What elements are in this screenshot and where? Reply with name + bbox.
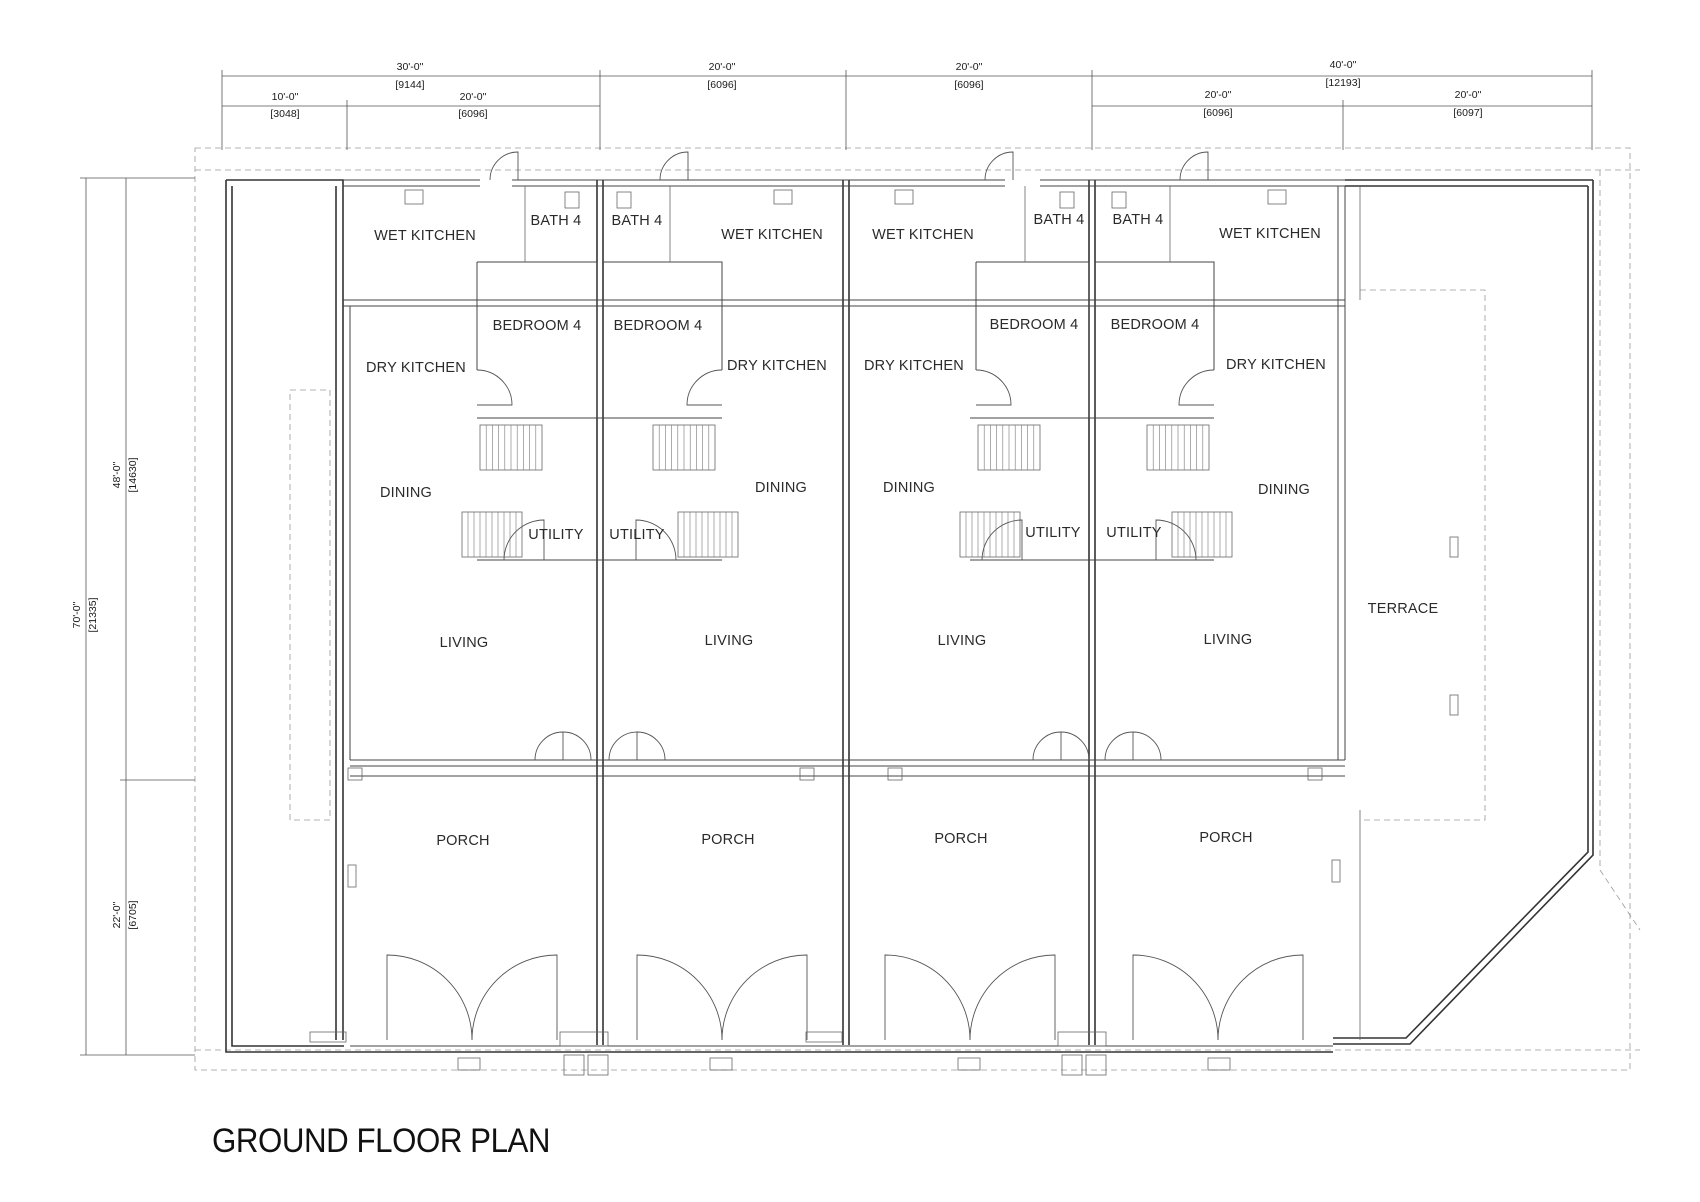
dim-20ft-e: 20'-0": [1455, 89, 1482, 101]
interior-walls: [289, 179, 1486, 1040]
room-labels: WET KITCHEN WET KITCHEN WET KITCHEN WET …: [366, 212, 1438, 849]
party-walls: [596, 180, 1096, 1045]
room-dining-4: DINING: [1258, 482, 1310, 498]
dim-20ft-d-mm: [6096]: [1203, 107, 1232, 119]
room-bedroom-4: BEDROOM 4: [1111, 317, 1200, 333]
room-living-1: LIVING: [440, 635, 489, 651]
room-living-4: LIVING: [1204, 632, 1253, 648]
dim-20ft-c: 20'-0": [956, 61, 983, 73]
room-bath-3: BATH 4: [1034, 212, 1085, 228]
room-bath-1: BATH 4: [531, 213, 582, 229]
room-dining-1: DINING: [380, 485, 432, 501]
room-dry-kitchen-3: DRY KITCHEN: [864, 358, 964, 374]
room-utility-2: UTILITY: [609, 527, 665, 543]
dim-20ft-c-mm: [6096]: [954, 79, 983, 91]
room-utility-1: UTILITY: [528, 527, 584, 543]
room-bedroom-2: BEDROOM 4: [614, 318, 703, 334]
fixtures: [309, 189, 1459, 1076]
dim-10ft-mm: [3048]: [270, 108, 299, 120]
dimension-lines: [80, 70, 1593, 1056]
doors: [386, 151, 1304, 1041]
room-utility-3: UTILITY: [1025, 525, 1081, 541]
dim-30ft-mm: [9144]: [395, 79, 424, 91]
dim-40ft-mm: [12193]: [1325, 77, 1360, 89]
dim-20ft-e-mm: [6097]: [1453, 107, 1482, 119]
room-bedroom-1: BEDROOM 4: [493, 318, 582, 334]
room-wet-kitchen-2: WET KITCHEN: [721, 227, 823, 243]
room-terrace: TERRACE: [1368, 601, 1439, 617]
dim-20ft-b: 20'-0": [709, 61, 736, 73]
room-wet-kitchen-1: WET KITCHEN: [374, 228, 476, 244]
room-dry-kitchen-1: DRY KITCHEN: [366, 360, 466, 376]
stairs: [461, 424, 1233, 558]
room-wet-kitchen-4: WET KITCHEN: [1219, 226, 1321, 242]
plan-title: GROUND FLOOR PLAN: [212, 1122, 551, 1160]
dim-20ft-a-mm: [6096]: [458, 108, 487, 120]
dim-40ft: 40'-0": [1330, 59, 1357, 71]
dim-20ft-a: 20'-0": [460, 91, 487, 103]
room-porch-1: PORCH: [436, 833, 489, 849]
room-dry-kitchen-2: DRY KITCHEN: [727, 358, 827, 374]
dim-48ft: 48'-0": [111, 461, 123, 488]
room-dry-kitchen-4: DRY KITCHEN: [1226, 357, 1326, 373]
dim-30ft: 30'-0": [397, 61, 424, 73]
dim-22ft: 22'-0": [111, 901, 123, 928]
room-porch-3: PORCH: [934, 831, 987, 847]
site-boundary: [194, 147, 1641, 1071]
dim-20ft-b-mm: [6096]: [707, 79, 736, 91]
dim-20ft-d: 20'-0": [1205, 89, 1232, 101]
dim-70ft: 70'-0": [71, 601, 83, 628]
room-living-3: LIVING: [938, 633, 987, 649]
room-bedroom-3: BEDROOM 4: [990, 317, 1079, 333]
room-dining-3: DINING: [883, 480, 935, 496]
room-living-2: LIVING: [705, 633, 754, 649]
room-bath-4: BATH 4: [1113, 212, 1164, 228]
dim-70ft-mm: [21335]: [87, 597, 99, 632]
dimension-labels: 30'-0" [9144] 10'-0" [3048] 20'-0" [6096…: [71, 59, 1483, 930]
room-porch-4: PORCH: [1199, 830, 1252, 846]
dim-22ft-mm: [6705]: [127, 900, 139, 929]
dim-48ft-mm: [14630]: [127, 457, 139, 492]
room-bath-2: BATH 4: [612, 213, 663, 229]
room-utility-4: UTILITY: [1106, 525, 1162, 541]
dim-10ft: 10'-0": [272, 91, 299, 103]
room-porch-2: PORCH: [701, 832, 754, 848]
room-dining-2: DINING: [755, 480, 807, 496]
room-wet-kitchen-3: WET KITCHEN: [872, 227, 974, 243]
